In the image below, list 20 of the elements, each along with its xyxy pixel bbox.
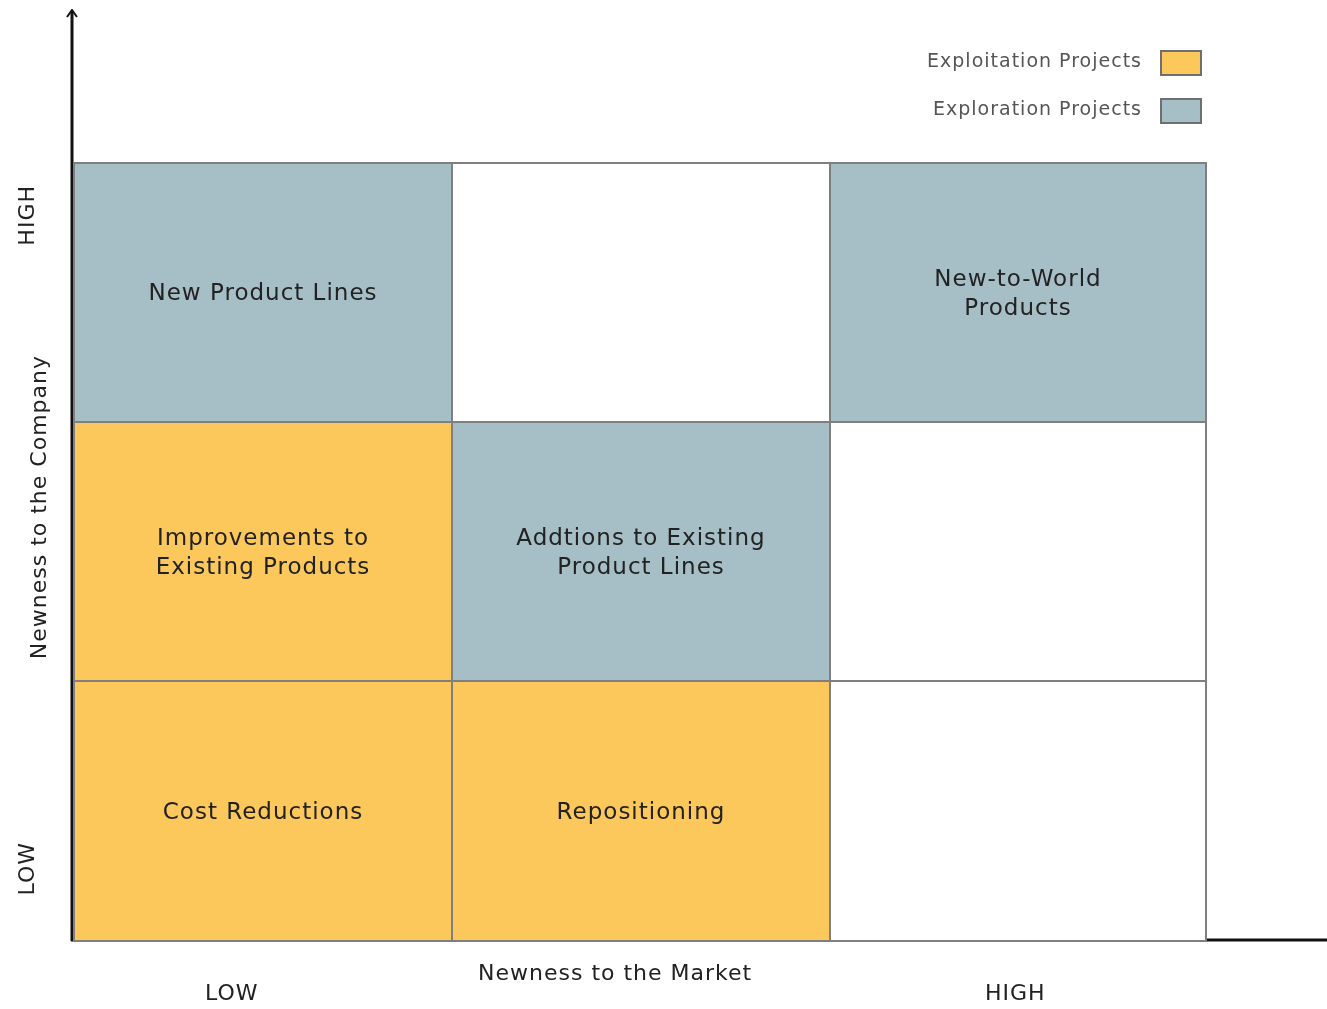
quadrant-cell bbox=[451, 680, 831, 942]
cell-label: New-to-World Products bbox=[933, 263, 1103, 322]
cell-label: Addtions to Existing Product Lines bbox=[515, 522, 767, 581]
axis-tick-label: HIGH bbox=[14, 185, 39, 246]
legend-label: Exploration Projects bbox=[933, 97, 1142, 119]
quadrant-cell bbox=[73, 162, 453, 423]
quadrant-cell bbox=[73, 680, 453, 942]
quadrant-cell bbox=[829, 162, 1207, 423]
axis-tick-label: LOW bbox=[205, 980, 259, 1005]
axis-title: Newness to the Company bbox=[26, 355, 51, 660]
cell-label: New Product Lines bbox=[148, 278, 378, 307]
cell-label: Cost Reductions bbox=[162, 796, 364, 826]
quadrant-cell bbox=[73, 421, 453, 682]
axis-tick-label: LOW bbox=[14, 842, 39, 896]
cell-label: Improvements to Existing Products bbox=[154, 522, 372, 581]
axis-tick-label: HIGH bbox=[985, 980, 1046, 1005]
quadrant-cell bbox=[451, 421, 831, 682]
cell-label: Repositioning bbox=[556, 796, 726, 826]
axis-title: Newness to the Market bbox=[478, 960, 753, 985]
legend-label: Exploitation Projects bbox=[927, 49, 1142, 71]
